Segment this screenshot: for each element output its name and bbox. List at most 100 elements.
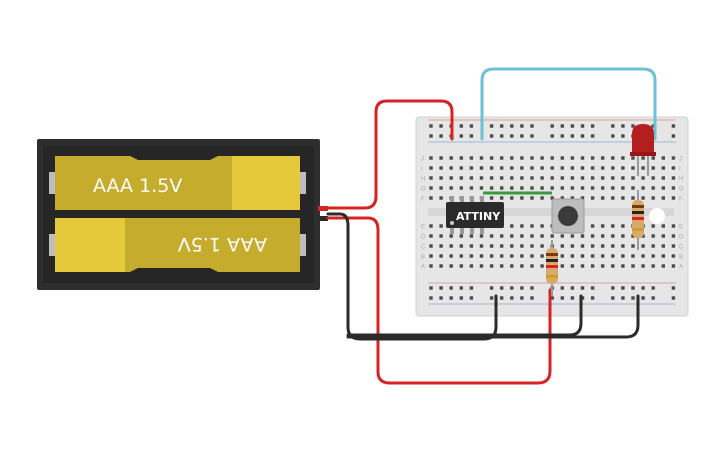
breadboard-hole[interactable] [520,234,524,238]
breadboard-hole[interactable] [520,254,524,258]
breadboard-hole[interactable] [671,234,676,238]
breadboard-hole[interactable] [671,224,676,228]
breadboard-hole[interactable] [510,254,514,258]
breadboard-hole[interactable] [651,244,655,248]
breadboard-hole[interactable] [590,186,595,190]
breadboard-hole[interactable] [550,234,554,238]
breadboard-hole[interactable] [530,254,534,258]
breadboard-hole[interactable] [560,176,564,180]
breadboard-hole[interactable] [641,176,645,180]
breadboard-hole[interactable] [611,196,615,200]
breadboard-hole[interactable] [489,296,494,300]
breadboard-hole[interactable] [631,166,635,170]
breadboard-hole[interactable] [580,264,585,268]
breadboard-hole[interactable] [520,286,524,290]
breadboard-hole[interactable] [540,186,544,190]
breadboard-hole[interactable] [510,296,514,300]
breadboard-hole[interactable] [671,186,676,190]
breadboard-hole[interactable] [621,264,625,268]
breadboard-hole[interactable] [651,234,655,238]
breadboard-hole[interactable] [439,186,443,190]
breadboard-hole[interactable] [611,244,615,248]
breadboard-hole[interactable] [570,156,575,160]
breadboard-hole[interactable] [590,296,595,300]
breadboard-hole[interactable] [520,264,524,268]
breadboard-hole[interactable] [510,286,514,290]
breadboard-hole[interactable] [560,186,564,190]
breadboard-hole[interactable] [500,286,504,290]
breadboard-hole[interactable] [560,196,564,200]
breadboard-hole[interactable] [560,156,564,160]
breadboard-hole[interactable] [429,124,433,128]
breadboard-hole[interactable] [429,286,433,290]
breadboard-hole[interactable] [510,244,514,248]
breadboard-hole[interactable] [641,264,645,268]
breadboard-hole[interactable] [560,296,564,300]
breadboard-hole[interactable] [479,176,484,180]
breadboard-hole[interactable] [621,186,625,190]
breadboard-hole[interactable] [520,224,524,228]
breadboard-hole[interactable] [449,244,453,248]
breadboard-hole[interactable] [429,224,433,228]
breadboard-hole[interactable] [651,176,655,180]
breadboard-hole[interactable] [489,134,494,138]
breadboard-hole[interactable] [530,264,534,268]
breadboard-hole[interactable] [651,224,655,228]
breadboard-hole[interactable] [671,134,676,138]
breadboard-hole[interactable] [621,124,625,128]
breadboard-hole[interactable] [510,134,514,138]
breadboard-hole[interactable] [550,176,554,180]
breadboard-hole[interactable] [651,264,655,268]
breadboard-hole[interactable] [631,296,635,300]
breadboard-hole[interactable] [570,186,575,190]
breadboard-hole[interactable] [540,244,544,248]
breadboard-hole[interactable] [601,254,605,258]
breadboard-hole[interactable] [469,254,474,258]
breadboard-hole[interactable] [500,296,504,300]
breadboard-hole[interactable] [560,166,564,170]
resistor-2[interactable] [632,190,644,250]
breadboard-hole[interactable] [570,196,575,200]
breadboard-hole[interactable] [540,234,544,238]
breadboard-hole[interactable] [500,254,504,258]
breadboard-hole[interactable] [489,286,494,290]
breadboard-hole[interactable] [489,156,494,160]
breadboard-hole[interactable] [429,296,433,300]
breadboard-hole[interactable] [510,196,514,200]
breadboard-hole[interactable] [570,244,575,248]
breadboard-hole[interactable] [590,134,595,138]
breadboard-hole[interactable] [439,124,443,128]
breadboard-hole[interactable] [439,234,443,238]
breadboard-hole[interactable] [580,176,585,180]
wire-red-vcc[interactable] [326,99,454,210]
breadboard-hole[interactable] [520,124,524,128]
breadboard-hole[interactable] [520,134,524,138]
breadboard-hole[interactable] [459,286,463,290]
breadboard-hole[interactable] [489,186,494,190]
breadboard-hole[interactable] [651,254,655,258]
breadboard-hole[interactable] [449,264,453,268]
breadboard-hole[interactable] [560,244,564,248]
breadboard-hole[interactable] [611,296,615,300]
breadboard-hole[interactable] [661,264,665,268]
breadboard-hole[interactable] [580,186,585,190]
breadboard-hole[interactable] [580,244,585,248]
breadboard-hole[interactable] [510,124,514,128]
breadboard-hole[interactable] [641,186,645,190]
breadboard-hole[interactable] [520,296,524,300]
breadboard-hole[interactable] [671,124,676,128]
breadboard-hole[interactable] [459,244,463,248]
breadboard-hole[interactable] [580,254,585,258]
breadboard-hole[interactable] [510,264,514,268]
breadboard-hole[interactable] [510,186,514,190]
breadboard-hole[interactable] [429,264,433,268]
breadboard-hole[interactable] [439,286,443,290]
breadboard-hole[interactable] [590,264,595,268]
breadboard-hole[interactable] [580,134,585,138]
breadboard-hole[interactable] [469,286,474,290]
breadboard-hole[interactable] [550,166,554,170]
breadboard-hole[interactable] [500,244,504,248]
breadboard-hole[interactable] [631,156,635,160]
breadboard-hole[interactable] [510,234,514,238]
breadboard-hole[interactable] [459,186,463,190]
